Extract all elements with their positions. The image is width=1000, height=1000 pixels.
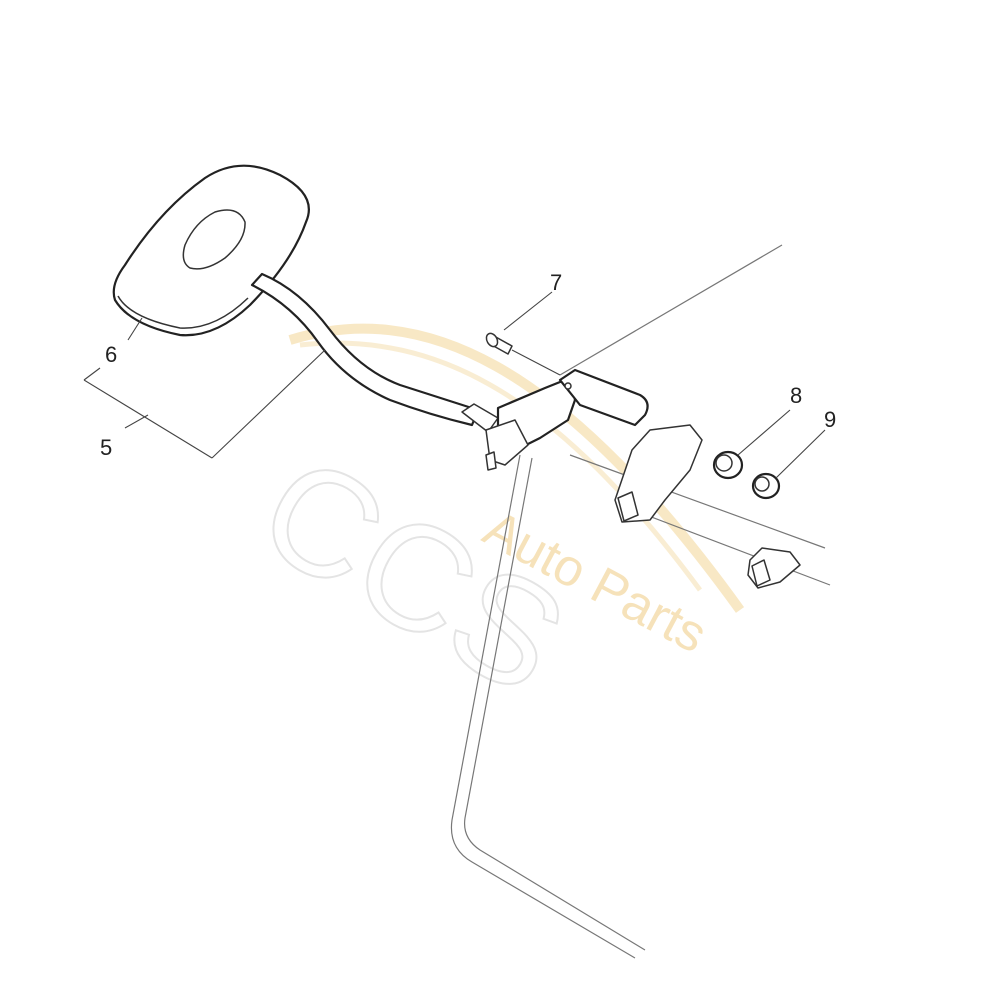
leader-5-right	[211, 349, 326, 459]
watermark-swoosh	[288, 323, 745, 613]
watermark: CCS Auto Parts	[233, 323, 745, 727]
mirror-head	[112, 164, 310, 337]
leader-9	[775, 429, 826, 479]
leader-7-screw-axis	[511, 349, 561, 376]
leader-5-bracket	[83, 367, 101, 381]
callout-6: 6	[105, 342, 117, 367]
roof-diagonal-line	[559, 244, 783, 376]
mounting-bracket	[485, 368, 649, 471]
screw-head	[485, 332, 499, 348]
mount-block-slot	[617, 491, 639, 522]
callout-9: 9	[824, 407, 836, 432]
mount-block	[614, 424, 703, 523]
callouts: 6 5 7 8 9	[100, 270, 836, 460]
leader-6	[127, 317, 143, 341]
rail-mid-line	[619, 504, 831, 586]
leader-5-left	[83, 379, 213, 459]
nut-face	[715, 454, 733, 472]
rear-mount-slot	[751, 559, 771, 587]
callout-5: 5	[100, 435, 112, 460]
mirror-arm-stem	[250, 272, 480, 427]
rail-top-line	[569, 454, 826, 549]
callout-8: 8	[790, 383, 802, 408]
bracket-hole	[564, 382, 572, 390]
window-frame	[450, 454, 646, 959]
bracket-stud	[485, 451, 497, 471]
nut	[712, 450, 744, 480]
callout-7: 7	[550, 270, 562, 295]
screw	[485, 332, 513, 355]
window-frame-outer	[450, 454, 636, 959]
window-frame-inner	[463, 457, 646, 951]
washer	[751, 472, 781, 500]
leader-7	[503, 291, 553, 331]
mirror-head-edge	[117, 295, 249, 329]
leader-8	[737, 409, 791, 456]
leader-5-stub	[124, 414, 149, 429]
leader-lines	[83, 291, 826, 479]
bracket-arm	[558, 368, 649, 427]
mirror-center-pad	[182, 209, 246, 270]
washer-face	[754, 476, 770, 492]
header-rail	[559, 244, 831, 589]
